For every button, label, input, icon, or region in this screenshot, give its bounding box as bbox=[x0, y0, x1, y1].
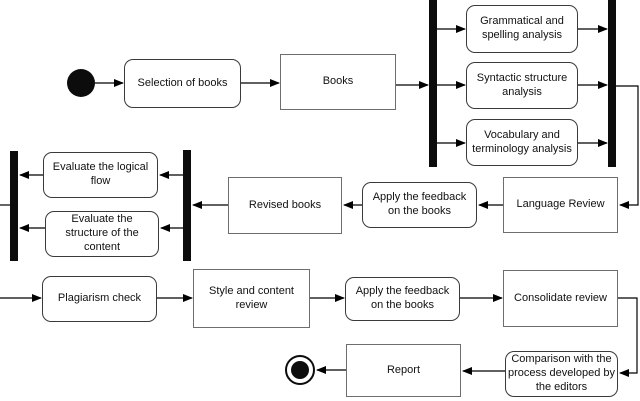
node-syntactic-analysis: Syntactic structure analysis bbox=[466, 62, 578, 109]
node-selection-of-books: Selection of books bbox=[124, 59, 241, 108]
node-apply-feedback-language: Apply the feedback on the books bbox=[362, 182, 477, 228]
node-report: Report bbox=[346, 344, 461, 397]
edge-consolidate-to-comparison bbox=[618, 297, 638, 377]
node-style-content-review: Style and content review bbox=[193, 269, 310, 328]
node-vocabulary-analysis: Vocabulary and terminology analysis bbox=[466, 119, 578, 166]
node-plagiarism-check: Plagiarism check bbox=[42, 276, 157, 322]
node-grammatical-analysis: Grammatical and spelling analysis bbox=[466, 5, 578, 53]
node-language-review: Language Review bbox=[503, 177, 618, 233]
node-evaluate-logical-flow: Evaluate the logical flow bbox=[43, 152, 158, 198]
end-node-core-icon bbox=[291, 361, 309, 379]
join-bar-left bbox=[10, 151, 18, 261]
node-comparison-editors: Comparison with the process developed by… bbox=[505, 351, 618, 397]
edge-join1-to-language-review bbox=[616, 85, 639, 209]
fork-bar-left bbox=[183, 150, 191, 261]
node-revised-books: Revised books bbox=[228, 177, 342, 234]
start-node-icon bbox=[67, 69, 95, 97]
node-evaluate-structure: Evaluate the structure of the content bbox=[45, 211, 159, 257]
node-books: Books bbox=[280, 54, 396, 110]
node-consolidate-review: Consolidate review bbox=[503, 270, 618, 327]
join-bar-top bbox=[608, 0, 616, 167]
fork-bar-top bbox=[429, 0, 437, 167]
node-apply-feedback-style: Apply the feedback on the books bbox=[345, 277, 460, 321]
